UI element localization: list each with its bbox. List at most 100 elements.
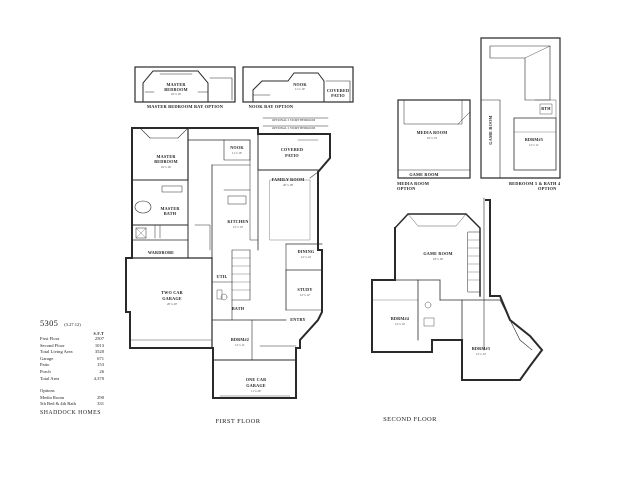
info-row-value: 4,370 xyxy=(93,375,104,381)
info-row-label: 5th Bed & 4th Bath xyxy=(40,401,76,407)
kitchen-label: KITCHEN xyxy=(227,219,248,224)
bath-small-label: BTH xyxy=(541,106,551,111)
nook-bay-dim: 11' x 10' xyxy=(295,87,305,91)
game-room-dim: 18' x 16' xyxy=(433,257,444,261)
bedroom-3-label: BDRM#3 xyxy=(472,346,490,351)
one-car-garage-label-1: ONE CAR xyxy=(246,377,267,382)
one-car-garage-dim: 11' x 20' xyxy=(251,389,261,393)
nook-label: NOOK xyxy=(230,145,244,150)
bath-label: BATH xyxy=(232,306,245,311)
info-row-value: 290 xyxy=(97,394,104,400)
kitchen-dim: 15' x 14' xyxy=(233,225,244,229)
plan-version: (3.27.12) xyxy=(64,322,81,327)
wardrobe-label: WARDROBE xyxy=(148,250,174,255)
optional-note-1: OPTIONAL 2 STORY BEDROOM xyxy=(272,118,315,122)
bedroom-4-dim: 12' x 12' xyxy=(395,322,406,326)
two-car-garage-label-1: TWO CAR xyxy=(161,290,184,295)
second-floor-plan xyxy=(371,197,544,381)
master-bedroom-bay-dim: 16' x 16' xyxy=(171,92,182,96)
info-row-label: Media Room xyxy=(40,394,65,400)
first-floor-caption: FIRST FLOOR xyxy=(216,418,261,425)
builder-name: SHADDOCK HOMES xyxy=(40,409,101,416)
first-floor-plan xyxy=(125,117,331,399)
bedroom-3-dim: 12' x 12' xyxy=(476,352,487,356)
master-bath-label-2: BATH xyxy=(164,211,177,216)
info-row: Second Floor 1013 xyxy=(40,343,106,350)
nook-bay-option xyxy=(242,66,354,103)
info-row-label: First Floor xyxy=(40,336,60,341)
info-row-label: Total Area xyxy=(40,375,60,381)
plan-title: 5305 (3.27.12) xyxy=(40,318,106,328)
info-row-label: Garage xyxy=(40,355,54,361)
info-row: Total Area 4,370 xyxy=(40,376,106,383)
bedroom-5-bath-4-option xyxy=(480,37,561,179)
bedroom-4-label: BDRM#4 xyxy=(391,316,410,321)
info-row-label: Porch xyxy=(40,368,51,374)
bedroom-5-dim: 12' x 11' xyxy=(529,143,539,147)
media-option-caption-2: OPTION xyxy=(397,186,416,191)
info-row: First Floor 2507 xyxy=(40,336,106,343)
covered-patio-label-1: COVERED xyxy=(281,147,303,152)
two-car-garage-dim: 20' x 20' xyxy=(167,302,178,306)
info-row: Porch 26 xyxy=(40,369,106,376)
one-car-garage-label-2: GARAGE xyxy=(246,383,266,388)
dining-label: DINING xyxy=(298,249,315,254)
info-row-value: 153 xyxy=(97,362,104,368)
info-row: 5th Bed & 4th Bath 331 xyxy=(40,401,106,408)
bed-bath-option-caption-2: OPTION xyxy=(538,186,557,191)
game-room-vertical-label: GAME ROOM xyxy=(488,115,493,144)
game-room-label: GAME ROOM xyxy=(423,251,452,256)
bed-bath-option-caption-1: BEDROOM 5 & BATH 4 xyxy=(509,181,561,186)
plan-number: 5305 xyxy=(40,318,59,328)
info-row: Patio 153 xyxy=(40,362,106,369)
master-bath-label-1: MASTER xyxy=(160,206,180,211)
info-row: Garage 671 xyxy=(40,356,106,363)
nook-dim: 11' x 10' xyxy=(232,151,242,155)
info-row-value: 331 xyxy=(97,401,104,407)
master-bedroom-bay-option xyxy=(134,66,236,103)
option-list: Media Room 290 5th Bed & 4th Bath 331 xyxy=(40,395,106,408)
info-row-label: Patio xyxy=(40,362,50,368)
master-bedroom-dim: 16' x 16' xyxy=(161,165,172,169)
covered-patio-bay-label-2: PATIO xyxy=(331,93,345,98)
covered-patio-label-2: PATIO xyxy=(285,153,299,158)
media-room-dim: 16' x 13' xyxy=(427,136,438,140)
options-header: Options xyxy=(40,388,55,394)
sqft-header: S.F.T xyxy=(93,331,104,336)
study-dim: 12' x 12' xyxy=(300,293,311,297)
info-row-value: 3520 xyxy=(94,349,104,355)
master-bedroom-bay-label-2: BEDROOM xyxy=(164,87,188,92)
family-room-dim: 20' x 18' xyxy=(283,183,294,187)
master-bedroom-label-2: BEDROOM xyxy=(154,159,178,164)
info-row-value: 671 xyxy=(97,355,104,361)
master-bedroom-label-1: MASTER xyxy=(156,154,176,159)
bedroom-2-label: BDRM#2 xyxy=(231,337,249,342)
info-row-value: 1013 xyxy=(94,342,104,348)
info-row: Total Living Area 3520 xyxy=(40,349,106,356)
nook-bay-label: NOOK xyxy=(293,82,307,87)
info-row-label: Second Floor xyxy=(40,342,65,348)
media-option-caption-1: MEDIA ROOM xyxy=(397,181,430,186)
media-room-option xyxy=(397,99,471,179)
info-row-label: Total Living Area xyxy=(40,349,73,355)
util-label: UTIL xyxy=(216,274,227,279)
master-bedroom-bay-label-1: MASTER xyxy=(166,82,186,87)
info-row-value: 26 xyxy=(99,368,104,374)
media-room-label: MEDIA ROOM xyxy=(417,130,448,135)
second-floor-caption: SECOND FLOOR xyxy=(383,416,437,423)
bedroom-2-dim: 12' x 11' xyxy=(235,343,245,347)
nook-bay-caption: NOOK BAY OPTION xyxy=(249,104,294,109)
dining-dim: 12' x 14' xyxy=(301,255,312,259)
two-car-garage-label-2: GARAGE xyxy=(162,296,182,301)
entry-label: ENTRY xyxy=(290,317,306,322)
study-label: STUDY xyxy=(297,287,312,292)
game-room-small-label: GAME ROOM xyxy=(409,172,438,177)
info-row: Media Room 290 xyxy=(40,395,106,402)
optional-note-2: OPTIONAL 2 STORY BEDROOM xyxy=(272,126,315,130)
info-row-value: 2507 xyxy=(94,336,104,341)
master-bay-caption: MASTER BEDROOM BAY OPTION xyxy=(147,104,224,109)
